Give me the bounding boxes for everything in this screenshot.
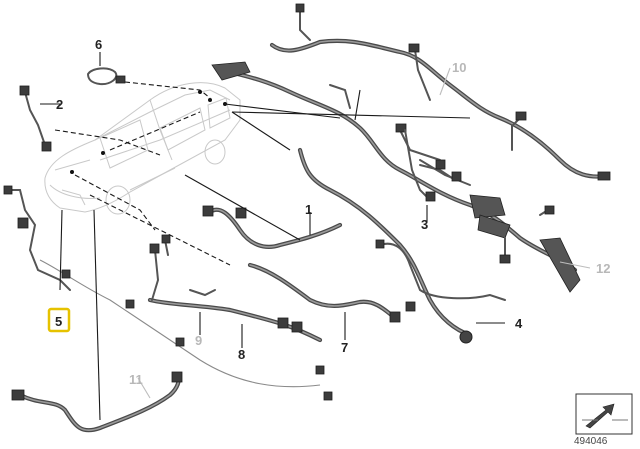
harness-3 [404, 129, 462, 202]
harness-10 [269, 3, 611, 181]
harness-4 [297, 147, 506, 344]
harness-main-body [211, 61, 581, 293]
callout-6: 6 [95, 37, 102, 52]
callout-8: 8 [238, 347, 245, 362]
harness-1 [202, 205, 343, 249]
harness-8 [147, 234, 323, 343]
callout-5-highlight [47, 307, 71, 333]
callout-12: 12 [596, 261, 610, 276]
arrow-icon [582, 403, 628, 429]
callout-2: 2 [56, 97, 63, 112]
callouts: 1 2 3 4 5 6 7 8 9 10 11 12 [47, 37, 610, 387]
callout-11: 11 [129, 372, 143, 387]
callout-9: 9 [195, 333, 202, 348]
location-lines [54, 81, 231, 266]
callout-7: 7 [341, 340, 348, 355]
callout-4: 4 [515, 316, 523, 331]
callout-1: 1 [305, 202, 312, 217]
harness-6 [86, 67, 126, 86]
callout-3: 3 [421, 217, 428, 232]
car-outline [44, 82, 241, 215]
callout-5: 5 [55, 314, 62, 329]
reference-box: 494046 [574, 393, 633, 447]
callout-10: 10 [452, 60, 466, 75]
leader-lines [40, 52, 591, 421]
harness-7 [247, 262, 416, 323]
harness-9 [39, 259, 333, 401]
harness-11 [11, 371, 183, 433]
harness-5 [3, 185, 71, 291]
reference-number: 494046 [574, 436, 608, 447]
harness-2 [19, 85, 52, 152]
